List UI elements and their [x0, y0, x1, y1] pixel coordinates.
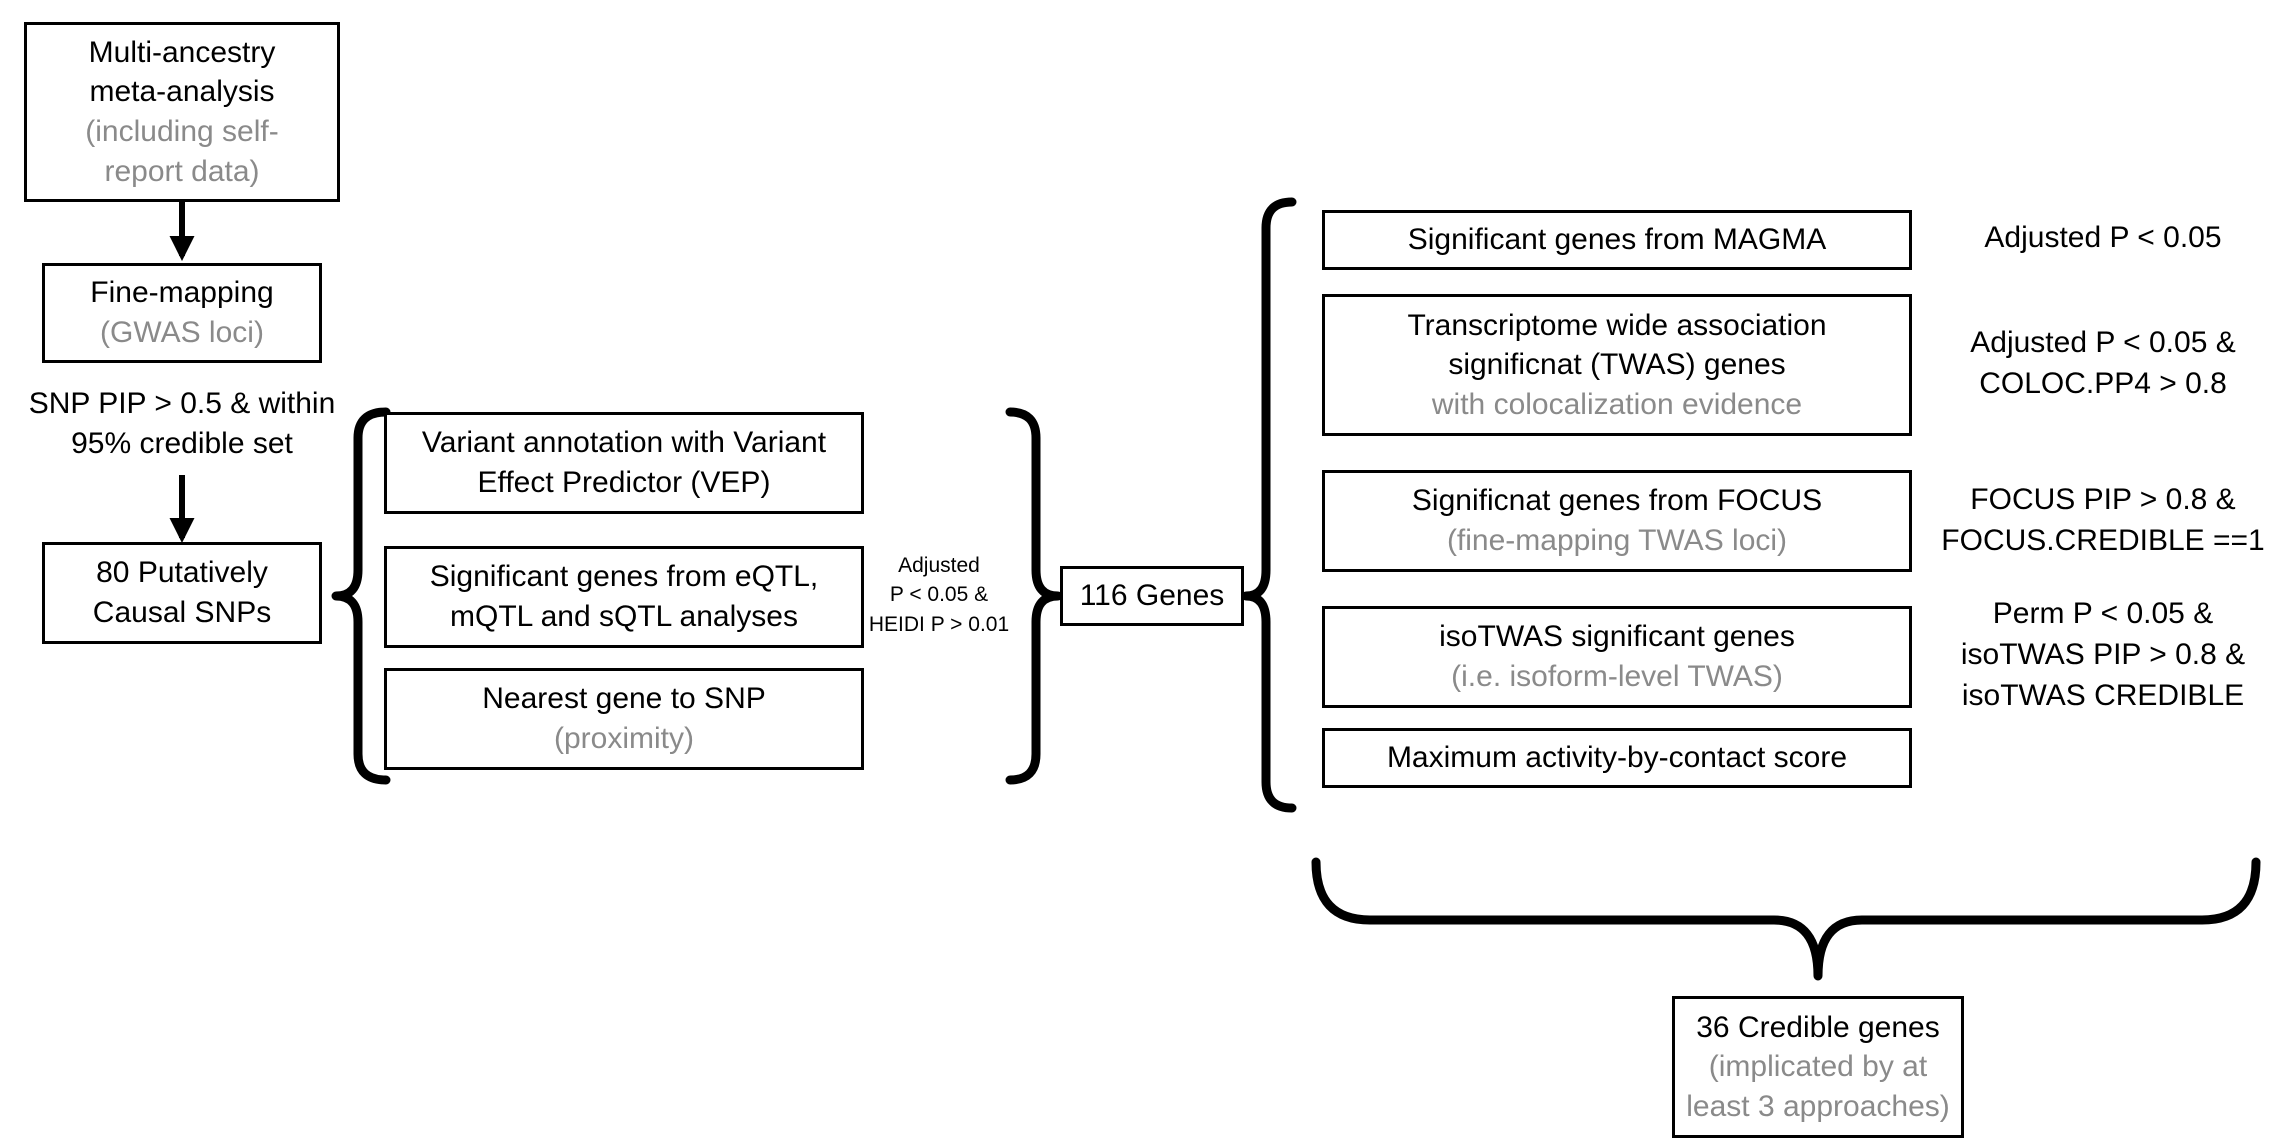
gene-criteria-line: isoTWAS CREDIBLE	[1961, 678, 2245, 712]
gene-method-box-abc: Maximum activity-by-contact score	[1322, 728, 1912, 788]
gene-method-line1: isoTWAS significant genes	[1439, 620, 1795, 654]
fine-mapping-title: Fine-mapping	[90, 276, 274, 310]
causal-snps-line1: 80 Putatively	[96, 556, 268, 590]
gene-criteria-line: FOCUS PIP > 0.8 &	[1970, 483, 2236, 516]
gene-criteria-line: isoTWAS PIP > 0.8 &	[1960, 637, 2246, 671]
right-brace-snp-methods	[1005, 407, 1063, 785]
snp-method-line1: Nearest gene to SNP	[482, 682, 766, 716]
genes-116-box: 116 Genes	[1060, 566, 1244, 626]
gene-criteria-focus: FOCUS PIP > 0.8 & FOCUS.CREDIBLE ==1	[1930, 480, 2276, 562]
gene-criteria-magma: Adjusted P < 0.05	[1930, 218, 2276, 259]
credible-genes-box: 36 Credible genes (implicated by at leas…	[1672, 996, 1964, 1138]
causal-snps-box: 80 Putatively Causal SNPs	[42, 542, 322, 644]
meta-analysis-note-line1: (including self-	[85, 115, 279, 148]
fine-mapping-note: (GWAS loci)	[100, 316, 264, 349]
gene-criteria-twas: Adjusted P < 0.05 & COLOC.PP4 > 0.8	[1930, 323, 2276, 405]
meta-analysis-title-line2: meta-analysis	[89, 75, 275, 109]
snp-filter-criteria: SNP PIP > 0.5 & within 95% credible set	[8, 384, 356, 463]
meta-analysis-note-line2: report data)	[104, 154, 260, 188]
gene-method-note: (i.e. isoform-level TWAS)	[1451, 660, 1783, 693]
gene-method-line2: significnat (TWAS) genes	[1448, 348, 1786, 382]
genes-116-label: 116 Genes	[1079, 579, 1225, 613]
snp-method-line1: Variant annotation with Variant	[421, 426, 827, 460]
left-brace-gene-methods	[1241, 197, 1297, 813]
gene-method-line1: Significant genes from MAGMA	[1407, 223, 1827, 257]
snp-threshold-line2: P < 0.05 &	[889, 583, 989, 607]
gene-criteria-line: FOCUS.CREDIBLE ==1	[1941, 523, 2265, 557]
gene-criteria-isotwas: Perm P < 0.05 & isoTWAS PIP > 0.8 & isoT…	[1930, 594, 2276, 716]
meta-analysis-box: Multi-ancestry meta-analysis (including …	[24, 22, 340, 202]
gene-method-box-focus: Significnat genes from FOCUS (fine-mappi…	[1322, 470, 1912, 572]
credible-genes-note-line2: least 3 approaches)	[1686, 1089, 1950, 1123]
gene-method-box-magma: Significant genes from MAGMA	[1322, 210, 1912, 270]
gene-method-note: (fine-mapping TWAS loci)	[1446, 524, 1788, 557]
snp-method-line1: Significant genes from eQTL,	[429, 560, 819, 594]
snp-method-line2: Effect Predictor (VEP)	[477, 466, 771, 499]
fine-mapping-box: Fine-mapping (GWAS loci)	[42, 263, 322, 363]
credible-genes-title: 36 Credible genes	[1696, 1010, 1940, 1044]
snp-method-line2: mQTL and sQTL analyses	[450, 600, 798, 633]
gene-criteria-line: Adjusted P < 0.05	[1984, 221, 2222, 254]
credible-genes-note-line1: (implicated by at	[1708, 1050, 1928, 1084]
causal-snps-line2: Causal SNPs	[92, 596, 272, 629]
gene-method-box-twas: Transcriptome wide association significn…	[1322, 294, 1912, 436]
gene-criteria-line: Perm P < 0.05 &	[1992, 597, 2214, 630]
meta-analysis-title-line1: Multi-ancestry	[88, 35, 276, 69]
gene-criteria-line: Adjusted P < 0.05 &	[1970, 326, 2236, 359]
snp-method-box-nearest-gene: Nearest gene to SNP (proximity)	[384, 668, 864, 770]
gene-method-line1: Significnat genes from FOCUS	[1411, 484, 1823, 518]
gene-method-box-isotwas: isoTWAS significant genes (i.e. isoform-…	[1322, 606, 1912, 708]
snp-threshold-criteria: Adjusted P < 0.05 & HEIDI P > 0.01	[866, 551, 1012, 639]
left-brace-snp-methods	[331, 407, 391, 785]
gene-method-line1: Maximum activity-by-contact score	[1386, 741, 1848, 775]
snp-method-box-vep: Variant annotation with Variant Effect P…	[384, 412, 864, 514]
bottom-brace-gene-methods	[1311, 857, 2261, 981]
snp-filter-line2: 95% credible set	[71, 426, 293, 460]
snp-filter-line1: SNP PIP > 0.5 & within	[28, 387, 336, 420]
gene-method-line1: Transcriptome wide association	[1407, 308, 1827, 342]
gene-criteria-line: COLOC.PP4 > 0.8	[1979, 366, 2227, 400]
snp-threshold-line1: Adjusted	[898, 554, 980, 577]
snp-method-note: (proximity)	[554, 722, 694, 755]
gene-method-note: with colocalization evidence	[1431, 387, 1803, 421]
snp-threshold-line3: HEIDI P > 0.01	[868, 612, 1010, 636]
snp-method-box-qtl: Significant genes from eQTL, mQTL and sQ…	[384, 546, 864, 648]
